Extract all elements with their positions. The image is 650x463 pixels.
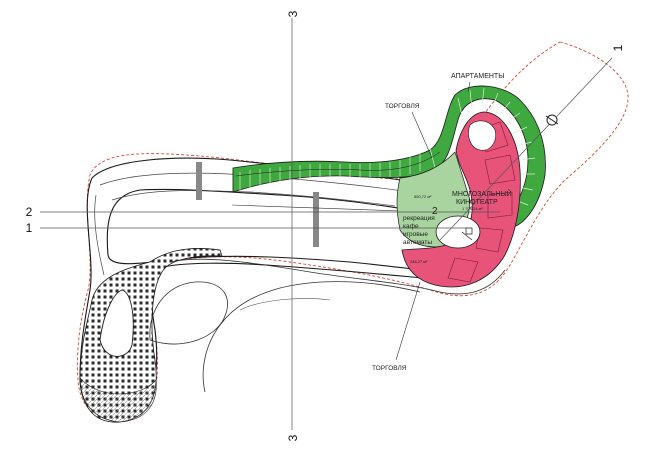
axis-1-right-label: 1 bbox=[611, 44, 625, 51]
apartments-inner-edge bbox=[235, 151, 441, 177]
ground-curve-1 bbox=[169, 258, 506, 295]
inner-ramp-outline-3 bbox=[94, 194, 105, 276]
cinema-halls bbox=[447, 121, 516, 283]
wall-line bbox=[231, 204, 431, 213]
ground-curve-2 bbox=[202, 281, 421, 393]
leader-apartments bbox=[467, 81, 471, 93]
inner-void bbox=[468, 120, 496, 151]
label-recreation-4: автоматы bbox=[403, 239, 432, 246]
leader-trade-top bbox=[411, 111, 433, 159]
label-recreation-3: игровые bbox=[403, 231, 428, 238]
axis-3-bottom-label: 3 bbox=[286, 434, 300, 441]
ground-curve-3 bbox=[149, 281, 228, 345]
axis-1-tick bbox=[545, 115, 559, 125]
label-zone-number: 2 bbox=[432, 206, 438, 217]
ground-curve-4 bbox=[239, 298, 331, 311]
label-area-2: 1 709,24 м² bbox=[462, 206, 483, 211]
atrium-void bbox=[99, 289, 134, 357]
cinema-area bbox=[401, 111, 521, 288]
label-recreation-1: рекреация bbox=[403, 215, 435, 222]
label-apartments: АПАРТАМЕНТЫ bbox=[451, 73, 504, 80]
core-block-2 bbox=[313, 192, 319, 247]
label-trade-top: ТОРГОВЛЯ bbox=[385, 103, 420, 110]
axis-1-line-diag bbox=[439, 57, 613, 241]
label-cinema-2: КИНОТЕАТР bbox=[456, 199, 498, 206]
site-boundary bbox=[77, 41, 629, 422]
atrium-oval bbox=[435, 215, 481, 249]
label-area-3: 246,27 м² bbox=[410, 259, 428, 264]
axis-1-left-label: 1 bbox=[26, 221, 33, 235]
label-recreation-2: кафе bbox=[403, 223, 419, 230]
axis-2-label: 2 bbox=[26, 205, 33, 219]
core-block-1 bbox=[196, 162, 202, 200]
leader-trade-bottom bbox=[395, 281, 421, 361]
label-trade-bottom: ТОРГОВЛЯ bbox=[372, 365, 407, 372]
facade-mesh bbox=[79, 377, 157, 423]
axis-3-top-label: 3 bbox=[286, 10, 300, 17]
inner-ramp-outline-2 bbox=[111, 190, 396, 207]
label-cinema-1: МНОГОЗАЛЬНЫЙ bbox=[452, 189, 512, 198]
label-area-1: 550,72 м² bbox=[414, 194, 432, 199]
